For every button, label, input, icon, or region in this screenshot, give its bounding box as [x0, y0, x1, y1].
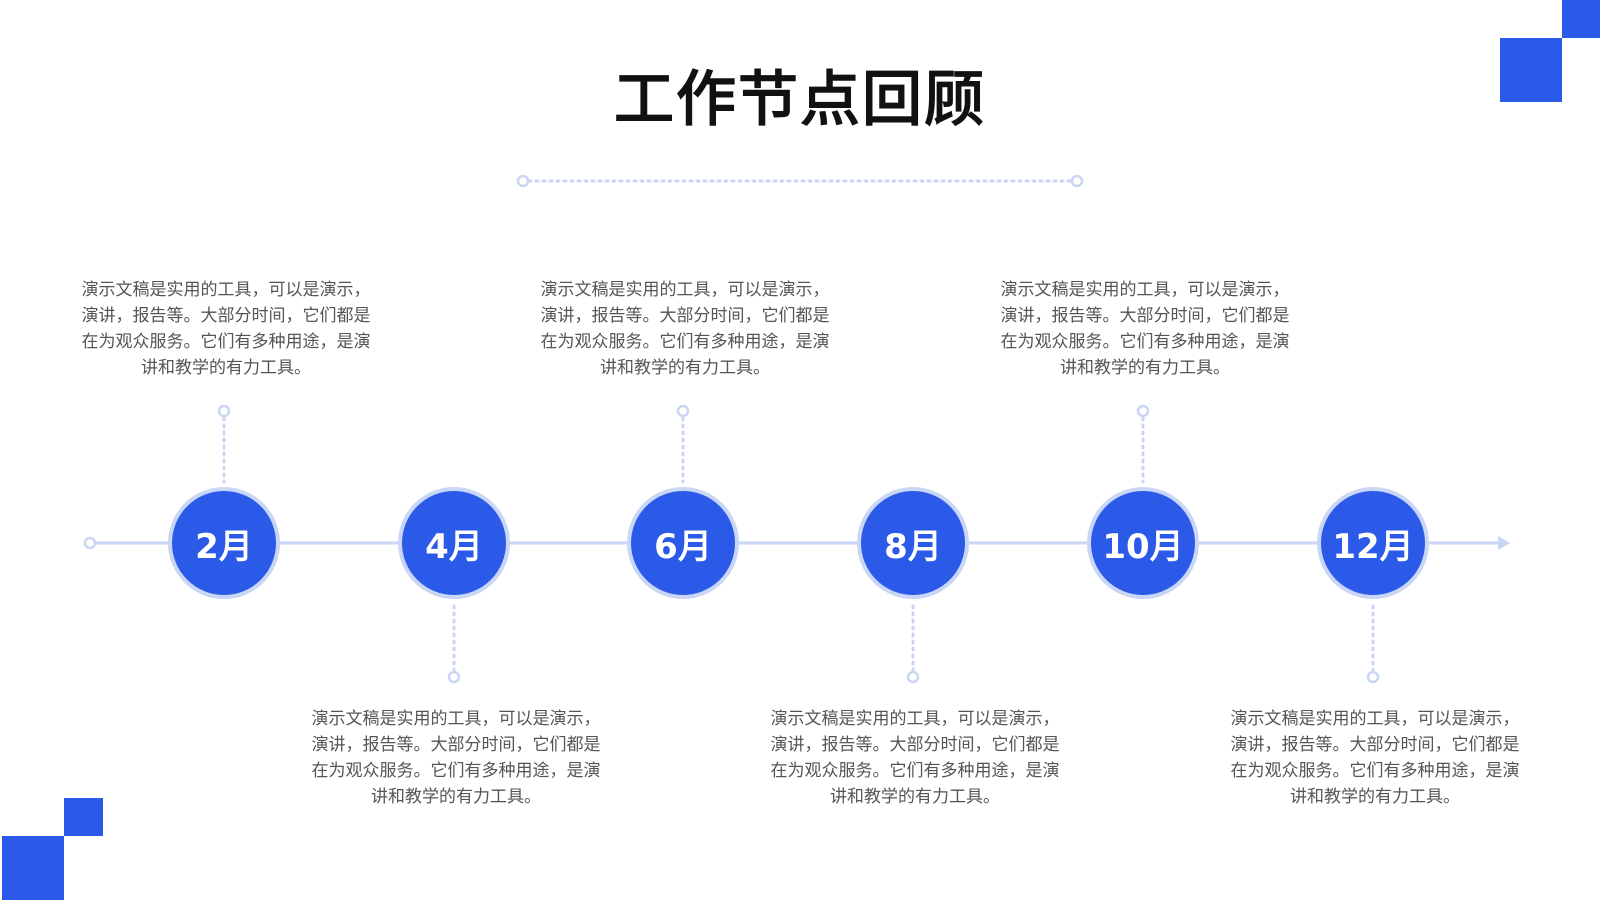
connectors	[217, 404, 1380, 684]
corner-square-top-right-large	[1500, 38, 1562, 102]
timeline-description-dec: 演示文稿是实用的工具，可以是演示，演讲，报告等。大部分时间，它们都是在为观众服务…	[1230, 709, 1520, 807]
timeline-node-jun: 6月	[627, 487, 739, 599]
page-title: 工作节点回顾	[614, 65, 986, 135]
timeline-axis	[83, 536, 1510, 550]
timeline-arrow-icon	[1498, 536, 1510, 550]
timeline-node-apr: 4月	[398, 487, 510, 599]
timeline-node-oct: 10月	[1087, 487, 1199, 599]
timeline-node-feb: 2月	[168, 487, 280, 599]
corner-square-top-right-small	[1562, 0, 1600, 38]
timeline-node-dec: 12月	[1317, 487, 1429, 599]
timeline-description-feb: 演示文稿是实用的工具，可以是演示，演讲，报告等。大部分时间，它们都是在为观众服务…	[81, 280, 371, 378]
timeline-description-apr: 演示文稿是实用的工具，可以是演示，演讲，报告等。大部分时间，它们都是在为观众服务…	[311, 709, 601, 807]
timeline-description-jun: 演示文稿是实用的工具，可以是演示，演讲，报告等。大部分时间，它们都是在为观众服务…	[540, 280, 830, 378]
title-divider	[516, 174, 1084, 188]
timeline-description-aug: 演示文稿是实用的工具，可以是演示，演讲，报告等。大部分时间，它们都是在为观众服务…	[770, 709, 1060, 807]
timeline-description-oct: 演示文稿是实用的工具，可以是演示，演讲，报告等。大部分时间，它们都是在为观众服务…	[1000, 280, 1290, 378]
corner-square-bottom-left-small	[64, 798, 103, 836]
timeline-node-aug: 8月	[857, 487, 969, 599]
corner-square-bottom-left-large	[2, 836, 64, 900]
